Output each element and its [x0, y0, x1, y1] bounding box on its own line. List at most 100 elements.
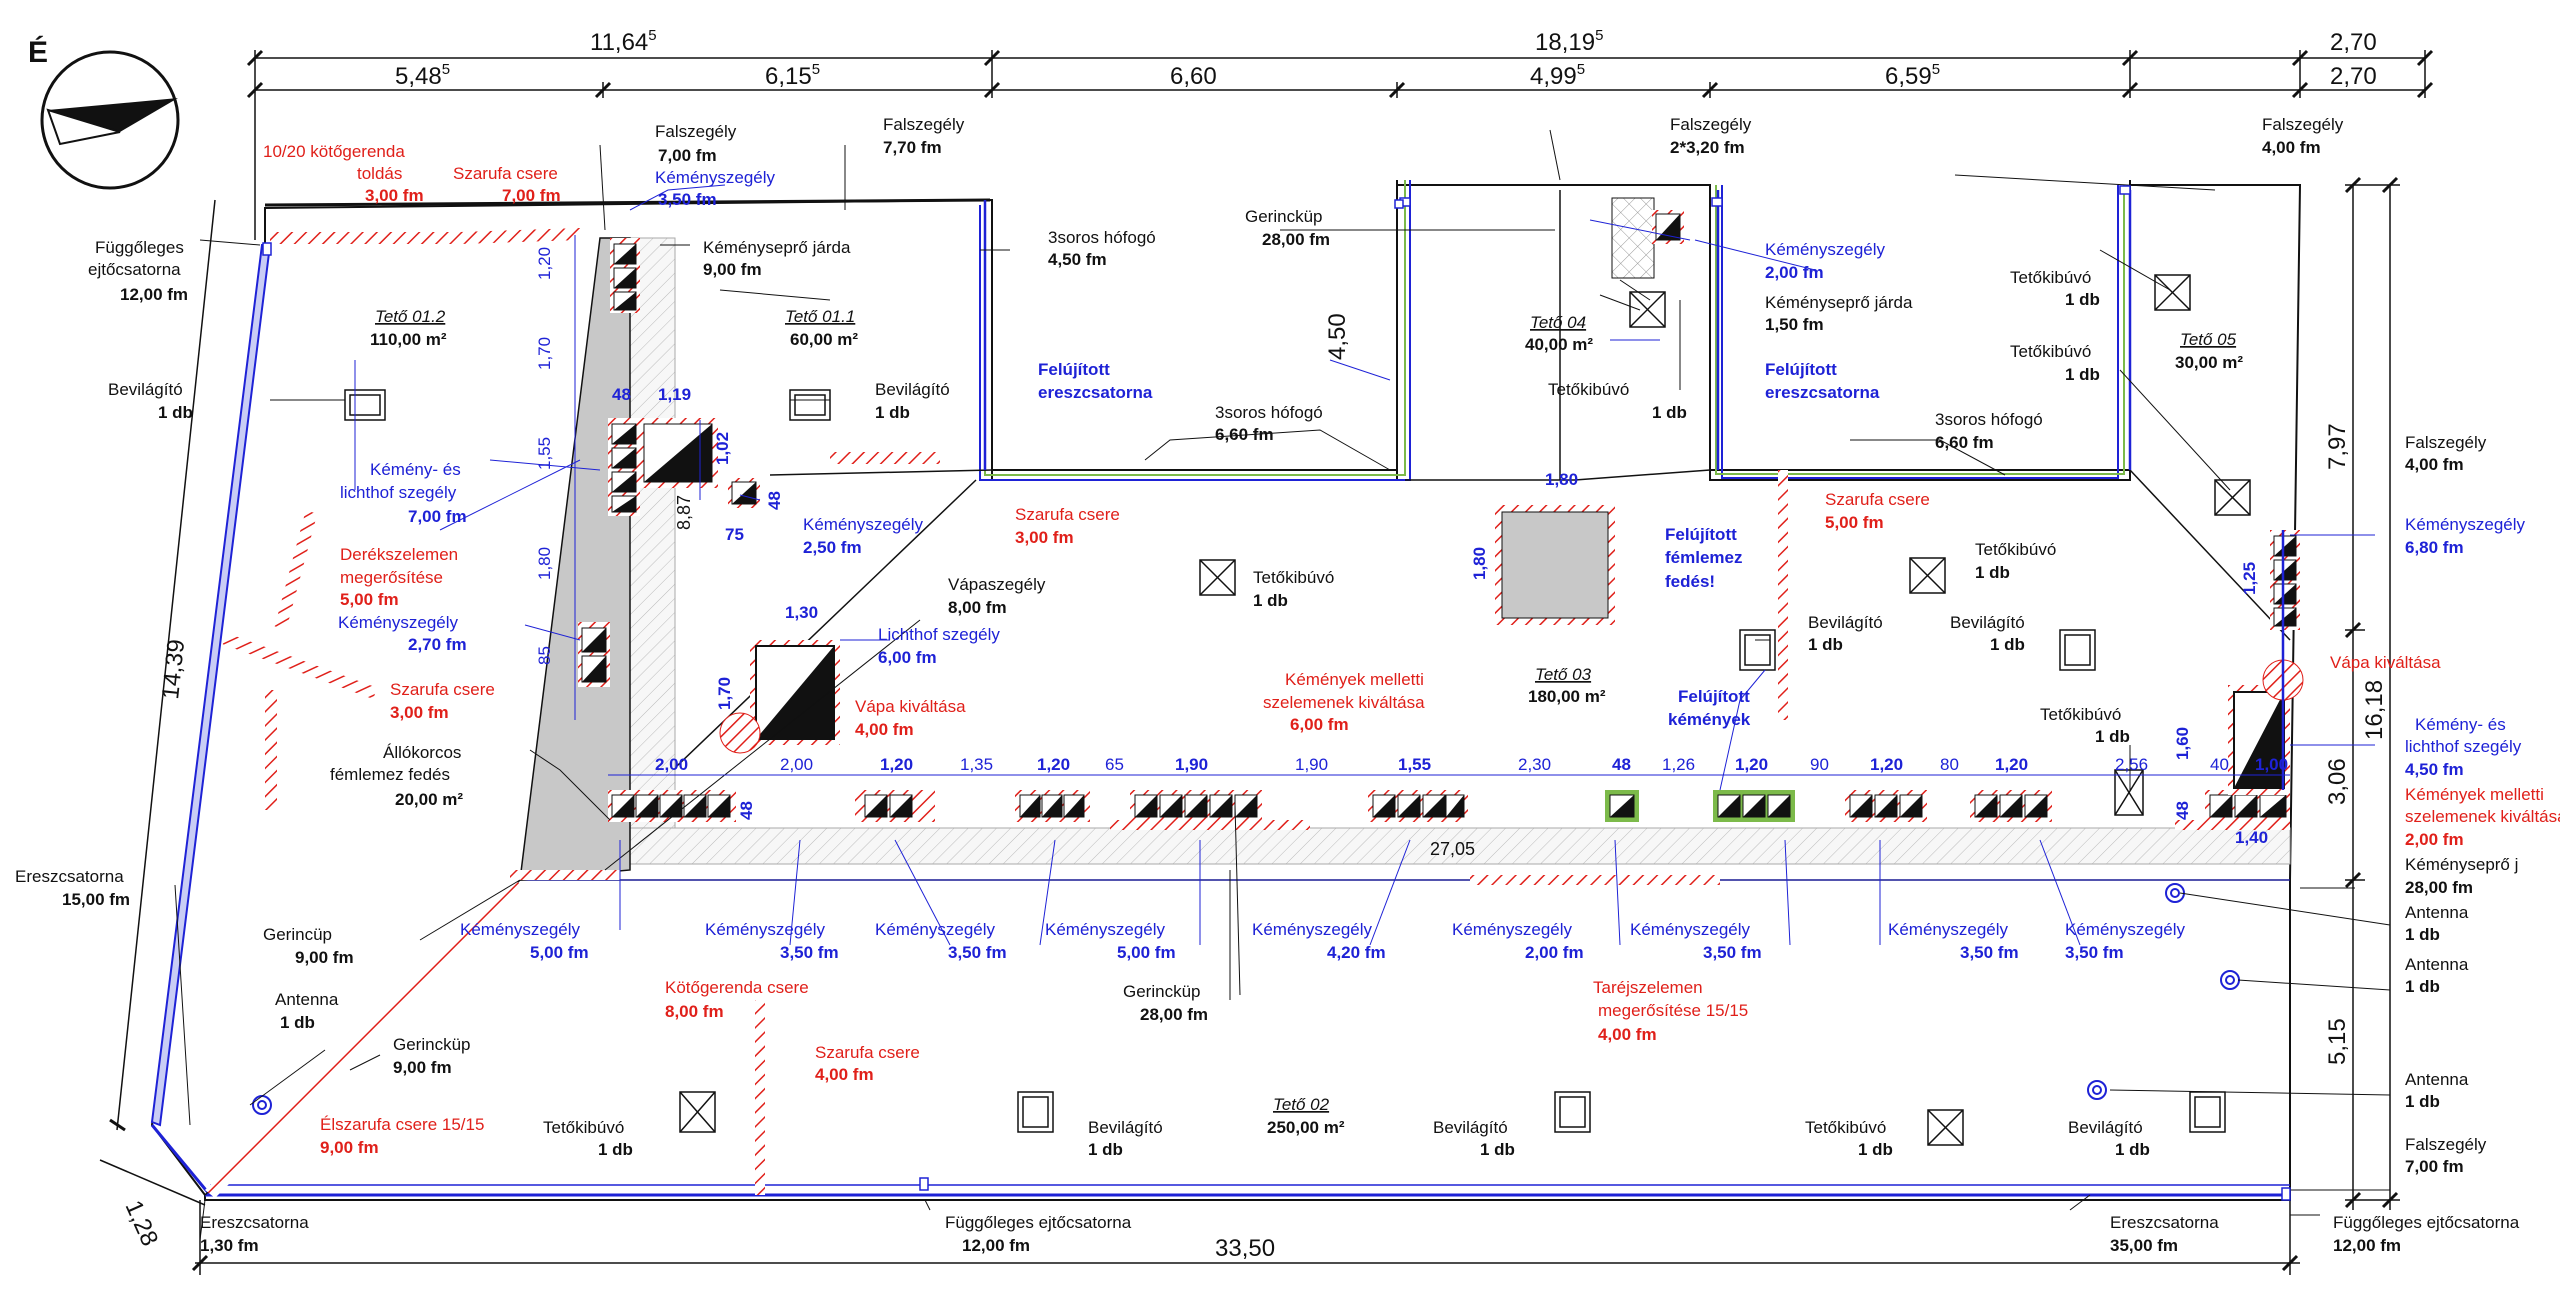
svg-text:Bevilágító: Bevilágító — [1950, 613, 2025, 632]
dim-right-seg-1: 7,97 — [2324, 423, 2351, 470]
svg-text:40,00 m²: 40,00 m² — [1525, 335, 1593, 354]
svg-text:3,50 fm: 3,50 fm — [658, 190, 717, 209]
svg-text:2,56: 2,56 — [2115, 755, 2148, 774]
svg-text:megerősítése: megerősítése — [340, 568, 443, 587]
svg-text:Kéményszegély: Kéményszegély — [1888, 920, 2009, 939]
svg-text:1 db: 1 db — [875, 403, 910, 422]
svg-text:Kötőgerenda csere: Kötőgerenda csere — [665, 978, 809, 997]
roof-hatches — [679, 274, 2251, 1146]
lichthof-dim-1: 1,30 — [785, 603, 818, 622]
svg-text:Gerincküp: Gerincküp — [1123, 982, 1200, 1001]
svg-text:12,00 fm: 12,00 fm — [962, 1236, 1030, 1255]
svg-text:1,90: 1,90 — [1175, 755, 1208, 774]
svg-text:Tető 01.1: Tető 01.1 — [785, 307, 855, 326]
svg-text:1,20: 1,20 — [1037, 755, 1070, 774]
chimney-left-cluster — [578, 418, 760, 687]
svg-text:fémlemez: fémlemez — [1665, 548, 1742, 567]
svg-text:Gerincküp: Gerincküp — [393, 1035, 470, 1054]
chimney-left-column — [610, 238, 640, 313]
svg-text:ejtőcsatorna: ejtőcsatorna — [88, 260, 181, 279]
dim-right-seg-3: 5,15 — [2324, 1018, 2351, 1065]
svg-text:szelemenek kiváltása: szelemenek kiváltása — [1263, 693, 1425, 712]
svg-text:4,50 fm: 4,50 fm — [1048, 250, 1107, 269]
svg-text:2*3,20 fm: 2*3,20 fm — [1670, 138, 1745, 157]
svg-text:1 db: 1 db — [1808, 635, 1843, 654]
svg-text:Gerincküp: Gerincküp — [1245, 207, 1322, 226]
svg-text:lichthof szegély: lichthof szegély — [340, 483, 457, 502]
svg-text:Falszegély: Falszegély — [1670, 115, 1752, 134]
svg-text:1,35: 1,35 — [960, 755, 993, 774]
svg-text:Antenna: Antenna — [2405, 903, 2469, 922]
svg-text:6,60 fm: 6,60 fm — [1935, 433, 1994, 452]
svg-text:7,70 fm: 7,70 fm — [883, 138, 942, 157]
right-dimension-lines — [2344, 176, 2400, 1210]
dim-chimney-1: 1,20 — [535, 247, 554, 280]
svg-text:Felújított: Felújított — [1765, 360, 1837, 379]
dim-blue-102: 1,02 — [713, 432, 732, 465]
svg-text:5,00 fm: 5,00 fm — [530, 943, 589, 962]
svg-text:Élszarufa csere 15/15: Élszarufa csere 15/15 — [320, 1115, 484, 1134]
dim-right-total: 16,18 — [2361, 680, 2388, 740]
svg-text:1 db: 1 db — [1990, 635, 2025, 654]
svg-text:90: 90 — [1810, 755, 1829, 774]
svg-text:1 db: 1 db — [2405, 925, 2440, 944]
svg-text:Függőleges: Függőleges — [95, 238, 184, 257]
svg-text:Tető 03: Tető 03 — [1535, 665, 1592, 684]
svg-text:Taréjszelemen: Taréjszelemen — [1593, 978, 1703, 997]
svg-text:Kémény- és: Kémény- és — [2415, 715, 2506, 734]
svg-text:2,30: 2,30 — [1518, 755, 1551, 774]
derekszelemen-hatch — [274, 510, 318, 630]
svg-text:3soros hófogó: 3soros hófogó — [1048, 228, 1156, 247]
svg-text:8,00 fm: 8,00 fm — [665, 1002, 724, 1021]
dim-top-seg-6: 2,70 — [2330, 63, 2377, 90]
svg-text:4,00 fm: 4,00 fm — [2262, 138, 2321, 157]
svg-text:Kéményszegély: Kéményszegély — [1765, 240, 1886, 259]
svg-text:48: 48 — [1612, 755, 1631, 774]
svg-text:Tető 04: Tető 04 — [1530, 313, 1586, 332]
svg-text:1,20: 1,20 — [1870, 755, 1903, 774]
svg-text:35,00 fm: 35,00 fm — [2110, 1236, 2178, 1255]
dim-top-total-2: 18,195 — [1535, 27, 1603, 56]
dim-blue-119: 1,19 — [658, 385, 691, 404]
dim-887: 8,87 — [674, 495, 694, 530]
svg-text:Bevilágító: Bevilágító — [1088, 1118, 1163, 1137]
vertical-walkway — [629, 237, 676, 829]
svg-text:250,00 m²: 250,00 m² — [1267, 1118, 1345, 1137]
svg-text:110,00 m²: 110,00 m² — [370, 330, 447, 349]
roof-labels: Tető 01.2 110,00 m² Tető 01.1 60,00 m² T… — [370, 307, 2243, 1137]
svg-text:megerősítése 15/15: megerősítése 15/15 — [1598, 1001, 1748, 1020]
svg-text:40: 40 — [2210, 755, 2229, 774]
svg-text:Tetőkibúvó: Tetőkibúvó — [1805, 1118, 1886, 1137]
skylights — [344, 389, 2226, 1133]
svg-text:Szarufa csere: Szarufa csere — [815, 1043, 920, 1062]
svg-text:Falszegély: Falszegély — [655, 122, 737, 141]
dim-chimney-3: 1,55 — [535, 437, 554, 470]
svg-text:1 db: 1 db — [280, 1013, 315, 1032]
svg-text:Antenna: Antenna — [2405, 955, 2469, 974]
svg-text:Tetőkibúvó: Tetőkibúvó — [543, 1118, 624, 1137]
kemenyek-melletti2-hatch — [2175, 820, 2290, 830]
svg-text:2,00: 2,00 — [780, 755, 813, 774]
svg-text:4,00 fm: 4,00 fm — [815, 1065, 874, 1084]
svg-text:Ereszcsatorna: Ereszcsatorna — [2110, 1213, 2219, 1232]
svg-text:Függőleges ejtőcsatorna: Függőleges ejtőcsatorna — [2333, 1213, 2520, 1232]
dim-top-seg-5: 6,595 — [1885, 61, 1940, 90]
row-side-48b: 48 — [2173, 801, 2192, 820]
svg-text:3,00 fm: 3,00 fm — [1015, 528, 1074, 547]
chimney-right — [2228, 530, 2304, 795]
svg-text:Kéményszegély: Kéményszegély — [338, 613, 459, 632]
dim-top-total-1: 11,645 — [590, 27, 657, 56]
rafter-300-hatch — [830, 452, 940, 464]
svg-text:1,20: 1,20 — [880, 755, 913, 774]
dome-dim-2: 1,80 — [1470, 547, 1489, 580]
svg-text:1 db: 1 db — [2065, 365, 2100, 384]
dim-bottom-total: 33,50 — [1215, 1235, 1275, 1262]
row-side-160: 1,60 — [2173, 727, 2192, 760]
annotation-labels: 10/20 kötőgerenda toldás 3,00 fm Szarufa… — [15, 115, 2560, 1255]
svg-text:1 db: 1 db — [1858, 1140, 1893, 1159]
right-small-dim: 1,40 — [2235, 828, 2268, 847]
svg-text:Kéményszegély: Kéményszegély — [705, 920, 826, 939]
svg-text:Kéményszegély: Kéményszegély — [1452, 920, 1573, 939]
